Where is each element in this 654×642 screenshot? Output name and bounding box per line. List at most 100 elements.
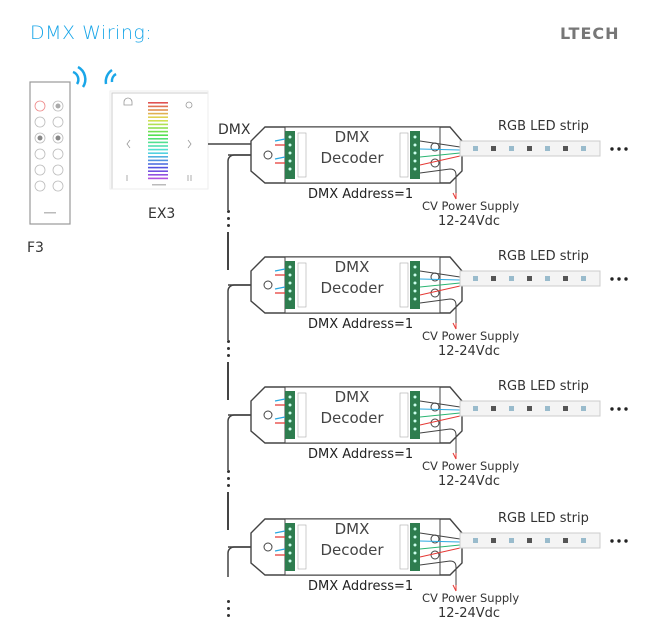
- led-chip: [491, 406, 496, 411]
- dmx-address: DMX Address=1: [308, 447, 414, 462]
- decoder-subtitle: Decoder: [320, 409, 384, 427]
- led-chip: [581, 146, 586, 151]
- continuation-dot: [226, 347, 230, 350]
- dmx-bus-wire: [227, 154, 260, 210]
- panel-label: EX3: [148, 206, 176, 222]
- led-chip: [509, 146, 514, 151]
- dmx-bus-wire: [227, 546, 260, 577]
- decoder-row: DMX Decoder DMX Address=1 RGB LED strip …: [220, 115, 654, 230]
- wireless-signal-icon: [72, 65, 117, 88]
- color-bar: [148, 174, 168, 176]
- decoder-subtitle: Decoder: [320, 279, 384, 297]
- power-wire: [419, 298, 457, 323]
- led-chip: [527, 406, 532, 411]
- color-bar: [148, 177, 168, 180]
- continuation-dot: [226, 470, 230, 473]
- color-bar: [148, 105, 168, 108]
- continuation-dot: [226, 477, 230, 480]
- dmx-decoder-icon: [250, 518, 463, 576]
- dmx-bus-wire: [227, 492, 229, 530]
- dmx-bus-wire: [227, 232, 229, 270]
- touch-panel-icon: [109, 90, 209, 190]
- dmx-signal-label: DMX: [218, 122, 251, 138]
- page-title: DMX Wiring:: [30, 22, 153, 44]
- led-chip: [545, 406, 550, 411]
- continuation-dot: [226, 340, 230, 343]
- decoder-row: DMX Decoder DMX Address=1 RGB LED strip …: [220, 375, 654, 490]
- led-chip: [545, 276, 550, 281]
- led-chip: [581, 276, 586, 281]
- led-chip: [545, 146, 550, 151]
- rgb-led-strip-icon: [459, 400, 628, 417]
- continuation-dot: [226, 600, 230, 603]
- color-bar: [148, 141, 168, 144]
- controllers-graphic: [29, 65, 255, 225]
- continuation-dot: [226, 354, 230, 357]
- remote-label: F3: [27, 240, 44, 256]
- dmx-bus-wire: [227, 284, 260, 340]
- rgb-led-strip-icon: [459, 140, 628, 157]
- strip-label: RGB LED strip: [498, 249, 589, 264]
- power-supply-label: CV Power Supply: [422, 199, 520, 213]
- color-bar: [148, 127, 168, 129]
- remote-control-icon: [29, 81, 71, 225]
- led-chip: [563, 146, 568, 151]
- voltage-label: 12-24Vdc: [438, 474, 501, 489]
- color-bar: [148, 123, 168, 126]
- led-chip: [509, 406, 514, 411]
- dmx-decoder-icon: [250, 386, 463, 444]
- color-bar: [148, 156, 168, 158]
- color-bar: [148, 148, 168, 151]
- continuation-dot: [226, 607, 230, 610]
- color-bar: [148, 145, 168, 147]
- dmx-decoder-icon: [250, 126, 463, 184]
- continuation-dot: [226, 224, 230, 227]
- color-bar: [148, 116, 168, 118]
- decoder-title: DMX: [334, 258, 370, 276]
- strip-label: RGB LED strip: [498, 379, 589, 394]
- led-chip: [473, 146, 478, 151]
- led-chip: [527, 276, 532, 281]
- decoder-subtitle: Decoder: [320, 541, 384, 559]
- dmx-address: DMX Address=1: [308, 579, 414, 594]
- led-chip: [491, 146, 496, 151]
- voltage-label: 12-24Vdc: [438, 214, 501, 229]
- color-bar: [148, 159, 168, 162]
- continuation-dot: [226, 217, 230, 220]
- color-bar: [148, 170, 168, 172]
- power-wire: [419, 428, 457, 453]
- color-bar: [148, 134, 168, 136]
- dmx-address: DMX Address=1: [308, 317, 414, 332]
- rgb-led-strip-icon: [459, 270, 628, 287]
- decoder-row: DMX Decoder DMX Address=1 RGB LED strip …: [220, 507, 654, 622]
- power-supply-label: CV Power Supply: [422, 459, 520, 473]
- color-bar: [148, 102, 168, 104]
- power-wire: [419, 168, 457, 193]
- rgb-led-strip-icon: [459, 532, 628, 549]
- led-chip: [509, 276, 514, 281]
- led-chip: [491, 538, 496, 543]
- power-wire: [419, 560, 457, 585]
- led-chip: [491, 276, 496, 281]
- dmx-decoder-icon: [250, 256, 463, 314]
- led-chip: [563, 406, 568, 411]
- color-bar: [148, 166, 168, 169]
- led-chip: [545, 538, 550, 543]
- led-chip: [581, 538, 586, 543]
- strip-label: RGB LED strip: [498, 511, 589, 526]
- decoder-title: DMX: [334, 388, 370, 406]
- brand-logo: LTECH: [560, 24, 620, 43]
- decoder-row: DMX Decoder DMX Address=1 RGB LED strip …: [220, 245, 654, 360]
- led-chip: [473, 538, 478, 543]
- color-bar: [148, 120, 168, 122]
- power-supply-label: CV Power Supply: [422, 329, 520, 343]
- color-bar: [148, 109, 168, 111]
- led-chip: [563, 276, 568, 281]
- led-chip: [563, 538, 568, 543]
- strip-label: RGB LED strip: [498, 119, 589, 134]
- color-bar: [148, 152, 168, 154]
- voltage-label: 12-24Vdc: [438, 606, 501, 621]
- led-chip: [527, 538, 532, 543]
- voltage-label: 12-24Vdc: [438, 344, 501, 359]
- led-chip: [581, 406, 586, 411]
